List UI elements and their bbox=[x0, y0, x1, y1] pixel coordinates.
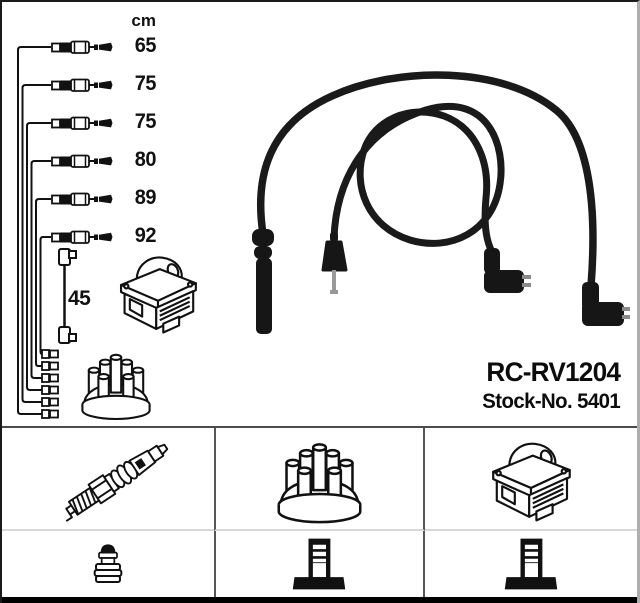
spark-plug-icon bbox=[55, 436, 173, 526]
long-cable bbox=[252, 71, 630, 334]
plug-terminal-nut-icon bbox=[93, 543, 123, 583]
wire-length-6: 92 bbox=[134, 224, 157, 247]
coil-terminal-icon bbox=[504, 538, 558, 590]
grid-cell-spark-plug bbox=[2, 428, 214, 531]
grid-cell-coil-terminal-2 bbox=[425, 531, 637, 597]
plug-terminal bbox=[321, 232, 348, 294]
part-identification: RC-RV1204 Stock-No. 5401 bbox=[478, 357, 621, 414]
wire-length-2: 75 bbox=[134, 72, 157, 95]
part-number: RC-RV1204 bbox=[486, 357, 621, 387]
grid-cell-distributor-cap bbox=[213, 428, 426, 531]
straight-boot bbox=[252, 229, 274, 334]
wire-length-4: 80 bbox=[134, 148, 157, 171]
grid-cell-coil-terminal-1 bbox=[213, 531, 426, 597]
distributor-cap-icon bbox=[277, 443, 362, 524]
distributor-end-connectors bbox=[41, 349, 59, 419]
ignition-cables-photo bbox=[252, 71, 630, 334]
ignition-coil-drawing bbox=[119, 256, 197, 334]
grid-cell-plug-terminal bbox=[2, 531, 214, 597]
wiring-schematic bbox=[17, 40, 197, 421]
ignition-coil-icon bbox=[492, 442, 571, 521]
stock-number: Stock-No. 5401 bbox=[482, 390, 620, 413]
coiled-cable bbox=[321, 102, 531, 294]
wire-length-5: 89 bbox=[134, 186, 157, 209]
coil-wire-length: 45 bbox=[68, 287, 91, 310]
coil-wire-drawing bbox=[58, 248, 77, 344]
component-grid bbox=[2, 426, 637, 603]
unit-label: cm bbox=[131, 11, 156, 30]
right-angle-boot bbox=[582, 282, 630, 326]
right-angle-boot bbox=[484, 248, 531, 293]
distributor-cap-drawing bbox=[81, 353, 151, 421]
coil-terminal-icon bbox=[293, 538, 346, 590]
wire-length-3: 75 bbox=[134, 110, 157, 133]
wire-connector-rows bbox=[51, 40, 114, 244]
grid-cell-ignition-coil bbox=[425, 428, 637, 531]
wire-length-1: 65 bbox=[134, 34, 157, 57]
